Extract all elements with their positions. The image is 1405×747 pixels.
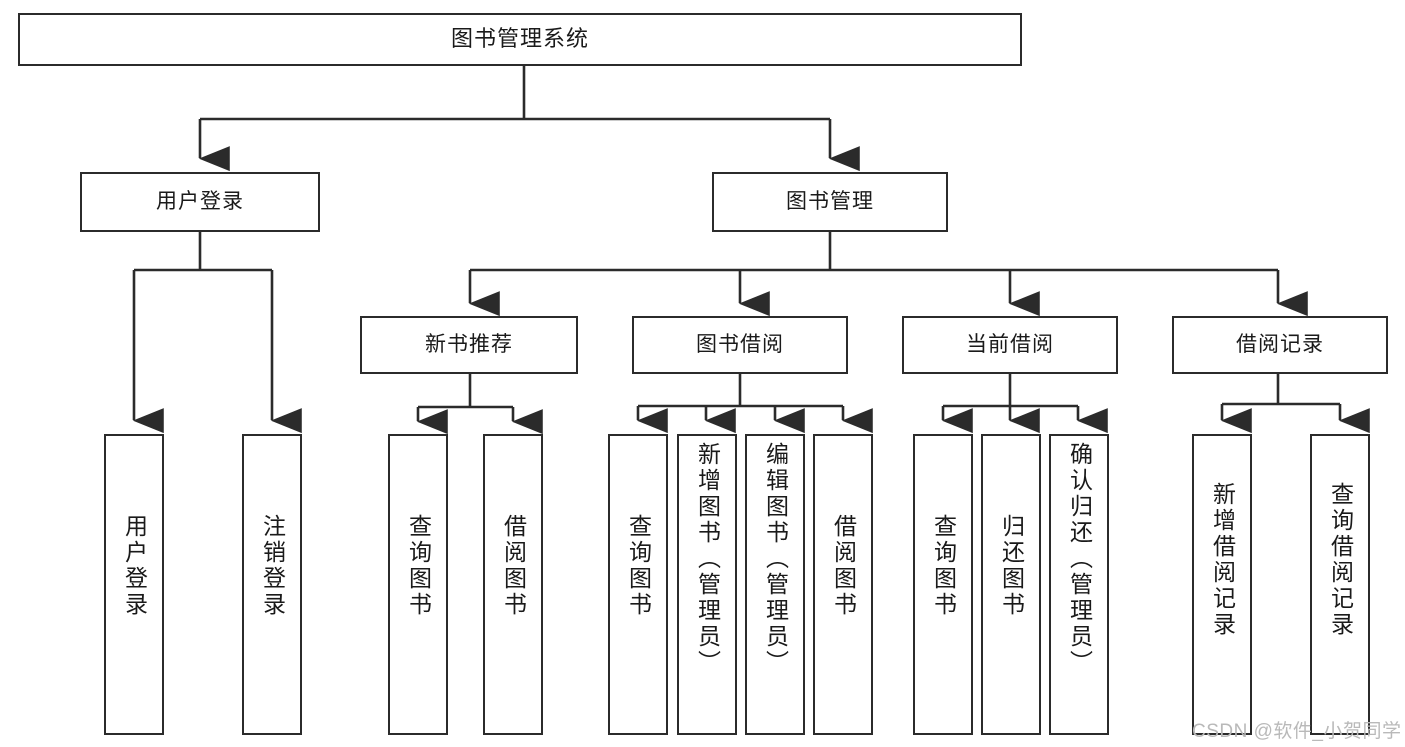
node-label: 编辑图书（管理员） xyxy=(762,442,789,676)
node-label: 图书管理 xyxy=(786,190,874,214)
leaf-book-borrow-borrow-book[interactable]: 借阅图书 xyxy=(813,434,873,735)
node-book-borrow[interactable]: 图书借阅 xyxy=(632,316,848,374)
leaf-borrow-record-query-record[interactable]: 查询借阅记录 xyxy=(1310,434,1370,735)
node-label: 用户登录 xyxy=(156,190,244,214)
node-label: 注销登录 xyxy=(259,514,286,618)
leaf-user-login-logout[interactable]: 注销登录 xyxy=(242,434,302,735)
node-label: 归还图书 xyxy=(998,514,1025,618)
node-borrow-record[interactable]: 借阅记录 xyxy=(1172,316,1388,374)
leaf-user-login-login[interactable]: 用户登录 xyxy=(104,434,164,735)
node-book-management[interactable]: 图书管理 xyxy=(712,172,948,232)
node-label: 新增图书（管理员） xyxy=(694,442,721,676)
leaf-book-borrow-edit-book-admin[interactable]: 编辑图书（管理员） xyxy=(745,434,805,735)
node-user-login[interactable]: 用户登录 xyxy=(80,172,320,232)
csdn-watermark: CSDN @软件_小贺同学 xyxy=(1192,721,1402,742)
node-label: 查询图书 xyxy=(930,514,957,618)
node-label: 借阅图书 xyxy=(830,514,857,618)
leaf-current-borrow-return-book[interactable]: 归还图书 xyxy=(981,434,1041,735)
leaf-current-borrow-query-book[interactable]: 查询图书 xyxy=(913,434,973,735)
node-current-borrow[interactable]: 当前借阅 xyxy=(902,316,1118,374)
leaf-new-book-borrow-book[interactable]: 借阅图书 xyxy=(483,434,543,735)
node-label: 借阅图书 xyxy=(500,514,527,618)
node-label: 当前借阅 xyxy=(966,333,1054,357)
node-label: 图书借阅 xyxy=(696,333,784,357)
leaf-book-borrow-add-book-admin[interactable]: 新增图书（管理员） xyxy=(677,434,737,735)
node-label: 查询借阅记录 xyxy=(1327,482,1354,638)
node-label: 查询图书 xyxy=(405,514,432,618)
leaf-borrow-record-add-record[interactable]: 新增借阅记录 xyxy=(1192,434,1252,735)
leaf-current-borrow-confirm-return-admin[interactable]: 确认归还（管理员） xyxy=(1049,434,1109,735)
node-label: 借阅记录 xyxy=(1236,333,1324,357)
node-label: 新增借阅记录 xyxy=(1209,482,1236,638)
leaf-new-book-query-book[interactable]: 查询图书 xyxy=(388,434,448,735)
node-root-book-management-system[interactable]: 图书管理系统 xyxy=(18,13,1022,66)
node-label: 确认归还（管理员） xyxy=(1066,442,1093,676)
node-label: 查询图书 xyxy=(625,514,652,618)
node-label: 图书管理系统 xyxy=(450,26,589,52)
node-label: 用户登录 xyxy=(121,514,148,618)
node-label: 新书推荐 xyxy=(425,333,513,357)
node-new-book-recommend[interactable]: 新书推荐 xyxy=(360,316,578,374)
leaf-book-borrow-query-book[interactable]: 查询图书 xyxy=(608,434,668,735)
